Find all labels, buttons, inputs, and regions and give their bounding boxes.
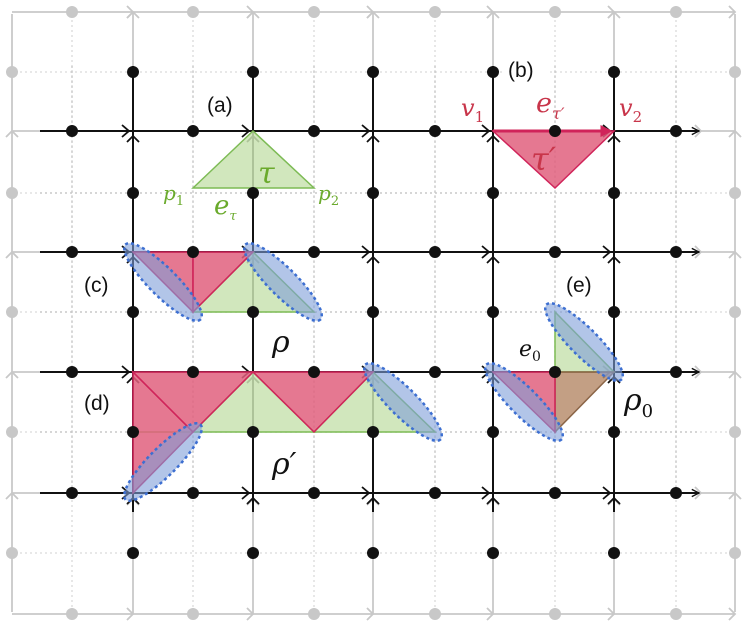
v1-label: v1 bbox=[461, 94, 484, 126]
e-tau-prime-label: eτ′ bbox=[536, 88, 565, 123]
panel-label-e: (e) bbox=[566, 274, 592, 297]
panel-label-b: (b) bbox=[508, 59, 534, 82]
labels: (a) (b) (c) (d) (e) τ eτ p1 p2 v1 v2 eτ′… bbox=[80, 54, 653, 482]
e-tau-label: eτ bbox=[214, 191, 237, 224]
rho0-label: ρ0 bbox=[623, 383, 653, 422]
v2-label: v2 bbox=[619, 94, 642, 126]
panel-label-a: (a) bbox=[207, 94, 233, 117]
panel-label-d: (d) bbox=[84, 392, 110, 415]
rho-prime-ellipse-bottom bbox=[122, 421, 204, 503]
black-vertices bbox=[66, 66, 682, 559]
rho-prime-label: ρ′ bbox=[271, 447, 297, 482]
tau-label: τ bbox=[258, 156, 275, 191]
tau-triangle bbox=[191, 129, 316, 189]
rho0-ellipse-left bbox=[483, 361, 565, 443]
rho0-ellipse-right bbox=[543, 301, 625, 383]
rho-label: ρ bbox=[271, 325, 290, 360]
shapes bbox=[122, 125, 625, 503]
tau-prime-label: τ′ bbox=[531, 140, 557, 178]
rho-prime-ellipse-right bbox=[362, 361, 444, 443]
rho-ellipse-left bbox=[122, 241, 204, 323]
rho-ellipse-right bbox=[242, 241, 324, 323]
rho-red-right bbox=[192, 251, 255, 314]
panel-label-c: (c) bbox=[84, 274, 109, 297]
gray-vertices bbox=[6, 6, 741, 620]
p1-label: p1 bbox=[163, 181, 184, 209]
p2-label: p2 bbox=[318, 181, 339, 209]
e0-label: e0 bbox=[519, 337, 541, 365]
blue-ellipses bbox=[122, 241, 625, 503]
rho0-brown-triangle bbox=[554, 371, 616, 434]
